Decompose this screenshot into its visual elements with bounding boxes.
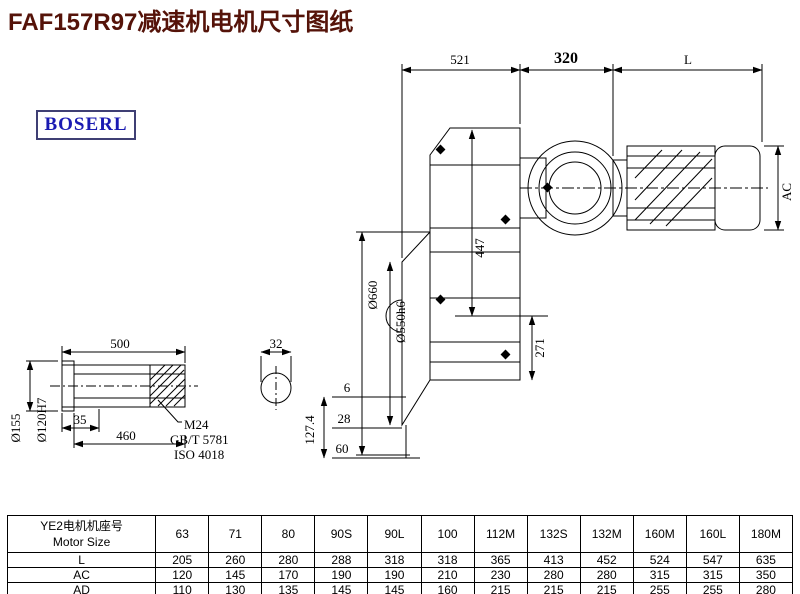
value-cell: 160 xyxy=(420,582,475,594)
table-row-AD: AD 110 130 135 145 145 160 215 215 215 2… xyxy=(6,582,794,594)
value-cell: 130 xyxy=(208,582,263,594)
value-cell: 635 xyxy=(738,552,794,568)
bolt-markers xyxy=(435,144,553,360)
gearbox-housing xyxy=(429,127,521,381)
table-header-en: Motor Size xyxy=(52,535,111,549)
dim-521: 521 xyxy=(450,52,470,67)
dimension-labels: 521 320 L AC 447 271 Ø660 Ø550h6 500 35 … xyxy=(8,50,794,462)
col-header: 160M xyxy=(632,515,687,553)
col-header: 100 xyxy=(420,515,475,553)
value-cell: 350 xyxy=(738,567,794,583)
value-cell: 280 xyxy=(526,567,581,583)
value-cell: 452 xyxy=(579,552,634,568)
label-gb5781-standard: GB/T 5781 xyxy=(170,432,229,447)
value-cell: 547 xyxy=(685,552,740,568)
value-cell: 315 xyxy=(632,567,687,583)
value-cell: 524 xyxy=(632,552,687,568)
value-cell: 280 xyxy=(579,567,634,583)
value-cell: 365 xyxy=(473,552,528,568)
col-header: 112M xyxy=(473,515,528,553)
label-m24-thread: M24 xyxy=(184,417,209,432)
col-header: 90S xyxy=(314,515,369,553)
col-header: 132S xyxy=(526,515,581,553)
boserl-logo: BOSERL xyxy=(36,110,136,140)
value-cell: 413 xyxy=(526,552,581,568)
value-cell: 145 xyxy=(367,582,422,594)
value-cell: 315 xyxy=(685,567,740,583)
row-label: AD xyxy=(6,582,157,594)
output-hub-arc xyxy=(385,299,403,333)
value-cell: 110 xyxy=(155,582,210,594)
table-row-L: L 205 260 280 288 318 318 365 413 452 52… xyxy=(6,552,794,568)
dim-28: 28 xyxy=(338,411,351,426)
dim-460: 460 xyxy=(116,428,136,443)
dim-bore-120H7: Ø120H7 xyxy=(34,397,49,442)
value-cell: 318 xyxy=(367,552,422,568)
value-cell: 145 xyxy=(208,567,263,583)
label-iso4018-standard: ISO 4018 xyxy=(174,447,224,462)
shaft-detail xyxy=(50,360,292,412)
row-label: L xyxy=(6,552,157,568)
table-header-cn: YE2电机机座号 xyxy=(40,519,123,533)
logo-text: BOSERL xyxy=(44,114,128,135)
value-cell: 288 xyxy=(314,552,369,568)
value-cell: 190 xyxy=(367,567,422,583)
value-cell: 210 xyxy=(420,567,475,583)
value-cell: 120 xyxy=(155,567,210,583)
value-cell: 255 xyxy=(685,582,740,594)
col-header: 71 xyxy=(208,515,263,553)
value-cell: 255 xyxy=(632,582,687,594)
value-cell: 215 xyxy=(473,582,528,594)
value-cell: 260 xyxy=(208,552,263,568)
m24-leader xyxy=(157,399,182,423)
table-row-AC: AC 120 145 170 190 190 210 230 280 280 3… xyxy=(6,567,794,583)
col-header: 80 xyxy=(261,515,316,553)
col-header: 132M xyxy=(579,515,634,553)
dim-flange-660: Ø660 xyxy=(365,281,380,310)
motor-size-table: YE2电机机座号 Motor Size 63 71 80 90S 90L 100… xyxy=(6,515,794,594)
value-cell: 215 xyxy=(579,582,634,594)
dim-320: 320 xyxy=(554,50,578,67)
col-header: 63 xyxy=(155,515,210,553)
col-header: 180M xyxy=(738,515,794,553)
output-flange xyxy=(401,231,431,427)
gearbox-outline xyxy=(385,127,768,458)
dim-motor-length-L: L xyxy=(684,52,692,67)
value-cell: 135 xyxy=(261,582,316,594)
dim-500: 500 xyxy=(110,336,130,351)
value-cell: 190 xyxy=(314,567,369,583)
value-cell: 280 xyxy=(261,552,316,568)
row-label: AC xyxy=(6,567,157,583)
dim-447: 447 xyxy=(472,238,487,258)
col-header: 90L xyxy=(367,515,422,553)
value-cell: 205 xyxy=(155,552,210,568)
dim-spigot-550h6: Ø550h6 xyxy=(393,301,408,343)
dim-AC: AC xyxy=(779,183,794,201)
table-header-row: YE2电机机座号 Motor Size 63 71 80 90S 90L 100… xyxy=(6,515,794,553)
dim-127-4: 127.4 xyxy=(302,415,317,445)
value-cell: 215 xyxy=(526,582,581,594)
dim-271: 271 xyxy=(532,338,547,358)
page-title: FAF157R97减速机电机尺寸图纸 xyxy=(8,9,354,36)
dim-shaft-155: Ø155 xyxy=(8,414,23,443)
dim-35: 35 xyxy=(74,412,87,427)
dim-6: 6 xyxy=(344,380,351,395)
value-cell: 145 xyxy=(314,582,369,594)
dimension-lines xyxy=(26,64,784,459)
technical-drawing: 521 320 L AC 447 271 Ø660 Ø550h6 500 35 … xyxy=(8,50,794,462)
dim-60: 60 xyxy=(336,441,349,456)
value-cell: 318 xyxy=(420,552,475,568)
value-cell: 280 xyxy=(738,582,794,594)
table-header-cell: YE2电机机座号 Motor Size xyxy=(6,515,157,553)
value-cell: 170 xyxy=(261,567,316,583)
col-header: 160L xyxy=(685,515,740,553)
value-cell: 230 xyxy=(473,567,528,583)
dim-32: 32 xyxy=(270,336,283,351)
